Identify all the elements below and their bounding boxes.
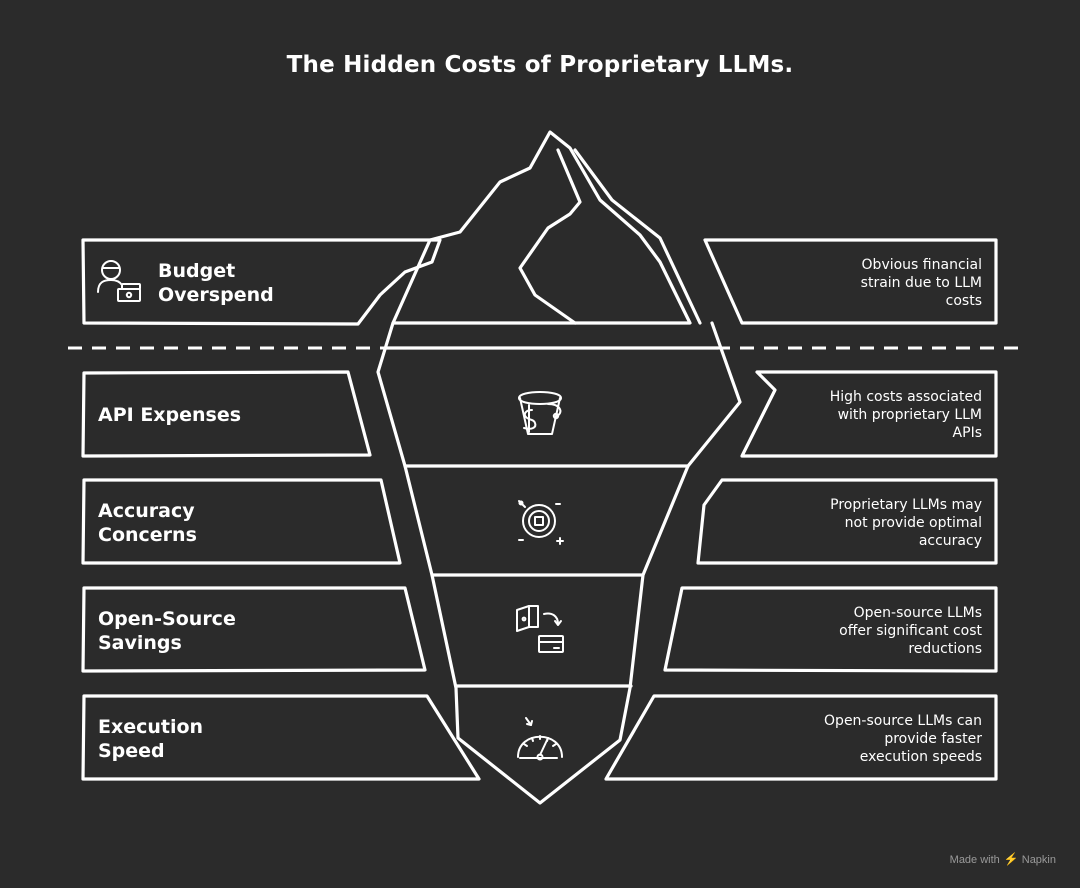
- made-with-napkin-badge[interactable]: Made with⚡Napkin: [949, 852, 1056, 866]
- left-box-budget-overspend: [81, 238, 442, 326]
- iceberg-facet: [518, 148, 582, 325]
- layer-desc-api-expenses: High costs associated with proprietary L…: [829, 389, 982, 441]
- wallet-transfer-icon: [516, 605, 564, 653]
- layer-desc-open-source-savings: Open-source LLMs offer significant cost …: [839, 605, 982, 657]
- right-box-accuracy-concerns: [696, 478, 998, 565]
- right-box-execution-speed: [604, 694, 998, 781]
- right-box-budget-overspend: [703, 238, 998, 325]
- layer-desc-budget-overspend: Obvious financial strain due to LLM cost…: [860, 257, 982, 309]
- left-box-api-expenses: [81, 370, 372, 458]
- page-title: The Hidden Costs of Proprietary LLMs.: [286, 52, 794, 78]
- iceberg-tip: [391, 130, 692, 325]
- speedometer-icon: [517, 717, 563, 761]
- target-icon: [518, 500, 564, 545]
- money-bucket-icon: [518, 391, 562, 435]
- right-box-open-source-savings: [663, 586, 998, 673]
- layer-label-open-source-savings: Open-Source Savings: [98, 608, 236, 654]
- left-box-open-source-savings: [81, 586, 427, 673]
- layer-desc-execution-speed: Open-source LLMs can provide faster exec…: [824, 713, 982, 765]
- layer-label-execution-speed: Execution Speed: [98, 716, 204, 762]
- layer-label-accuracy-concerns: Accuracy Concerns: [98, 500, 197, 546]
- person-money-icon: [97, 260, 141, 302]
- layer-label-budget-overspend: Budget Overspend: [158, 260, 274, 306]
- layer-label-api-expenses: API Expenses: [98, 404, 242, 426]
- right-box-api-expenses: [740, 370, 998, 458]
- left-box-accuracy-concerns: [81, 478, 402, 565]
- layer-desc-accuracy-concerns: Proprietary LLMs may not provide optimal…: [830, 497, 982, 549]
- left-box-execution-speed: [81, 694, 481, 781]
- iceberg-tip-ridge: [573, 148, 702, 325]
- napkin-logo-icon: ⚡: [1003, 852, 1019, 866]
